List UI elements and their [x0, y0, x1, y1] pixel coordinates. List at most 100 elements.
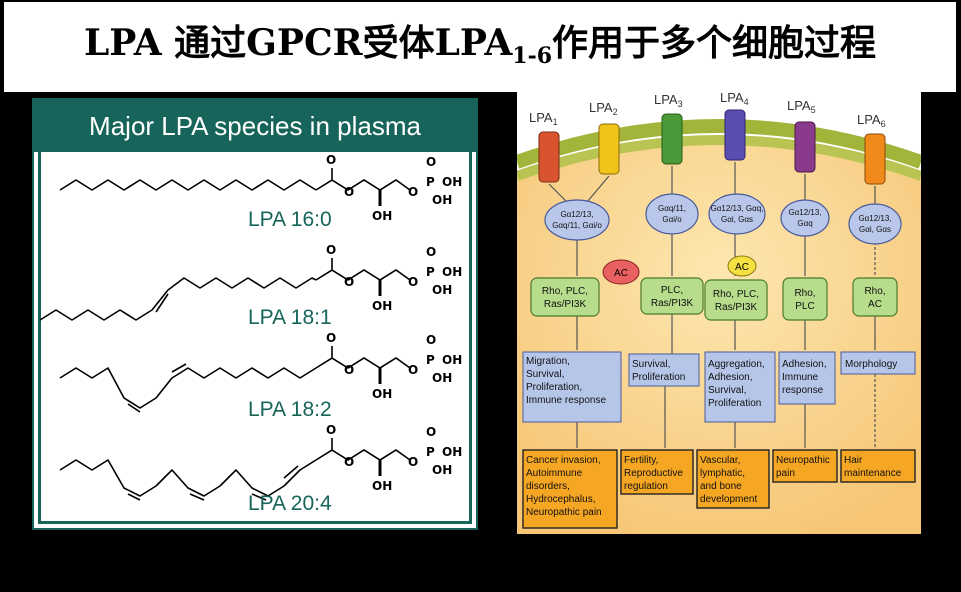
outcome-2-line-2: Reproductive: [624, 468, 683, 479]
title-bar: LPA 通过GPCR受体LPA1-6作用于多个细胞过程: [4, 2, 956, 92]
atom-p: P: [426, 353, 435, 367]
lpa-20-4-double-bond: [283, 465, 299, 479]
atom-oh: OH: [372, 387, 392, 401]
atom-o-phosphate: O: [408, 275, 418, 289]
receptor-lpa3: [661, 113, 683, 165]
outcome-3-line-3: and bone: [700, 481, 742, 492]
outcome-box-3: [696, 449, 770, 509]
ac-node-yellow: [727, 255, 757, 277]
atom-o-ester: O: [344, 275, 354, 289]
ac-node-red: [602, 259, 640, 285]
effector-box-1: [530, 277, 600, 317]
outcome-box-4: [772, 449, 838, 483]
lipid-structures: O O OH O P O OH OH O O OH O P O OH OH O …: [39, 153, 462, 515]
g-protein-node-3: [708, 193, 766, 235]
atom-o-carbonyl: O: [326, 423, 336, 437]
lpa-20-4-chain: [59, 459, 317, 497]
lpa-18-2-double-bond: [127, 403, 141, 413]
lpa-species-panel: Major LPA species in plasma: [32, 98, 478, 530]
process-3-line-2: Adhesion,: [708, 372, 752, 383]
atom-o-carbonyl: O: [326, 243, 336, 257]
panel-header: Major LPA species in plasma: [34, 100, 476, 152]
g-protein-2-line-2: Gαi/o: [662, 215, 682, 224]
effector-1-line-2: Ras/PI3K: [544, 299, 587, 310]
process-1-line-3: Proliferation,: [526, 382, 582, 393]
outcome-2-line-3: regulation: [624, 481, 668, 492]
outcome-1-line-4: Hydrocephalus,: [526, 494, 595, 505]
process-3-line-1: Aggregation,: [708, 359, 765, 370]
lpa-18-2-chain: [59, 367, 317, 409]
atom-oh-p2: OH: [432, 371, 452, 385]
effector-3-line-2: Ras/PI3K: [715, 302, 758, 313]
effector-box-4: [782, 277, 828, 321]
atom-o-p: O: [426, 245, 436, 259]
process-4-line-3: response: [782, 385, 824, 396]
effector-4-line-2: PLC: [795, 301, 814, 312]
effector-5-line-1: Rho,: [864, 286, 885, 297]
title-main: LPA 通过GPCR受体LPA: [83, 22, 513, 64]
receptor-lpa4: [724, 109, 746, 161]
process-box-3: [704, 351, 776, 423]
g-protein-2-line-1: Gαq/11,: [658, 204, 686, 213]
g-protein-node-1: [544, 199, 610, 241]
lpa-18-2-double-bond: [171, 363, 187, 373]
title-tail: 作用于多个细胞过程: [552, 22, 877, 64]
atom-oh-p: OH: [442, 265, 462, 279]
effector-1-line-1: Rho, PLC,: [542, 286, 588, 297]
g-protein-4-line-1: Gα12/13,: [788, 208, 821, 217]
atom-o-carbonyl: O: [326, 153, 336, 167]
receptor-lpa6: [864, 133, 886, 185]
process-2-line-2: Proliferation: [632, 372, 685, 383]
receptor-lpa1: [538, 131, 560, 183]
process-1-line-4: Immune response: [526, 395, 606, 406]
ac-label-yellow: AC: [735, 262, 749, 273]
process-4-line-2: Immune: [782, 372, 819, 383]
process-2-line-1: Survival,: [632, 359, 670, 370]
head-group-2: [315, 258, 411, 281]
process-1-line-2: Survival,: [526, 369, 564, 380]
outcome-3-line-1: Vascular,: [700, 455, 740, 466]
process-box-5: [840, 351, 916, 375]
outcome-1-line-2: Autoimmune: [526, 468, 583, 479]
outcome-box-5: [840, 449, 916, 483]
g-protein-4-line-2: Gαq: [797, 219, 812, 228]
lpa-20-4-double-bond: [127, 493, 141, 501]
atom-o-p: O: [426, 155, 436, 169]
head-group-3: [315, 346, 411, 369]
process-1-line-1: Migration,: [526, 356, 570, 367]
process-5-line-1: Morphology: [845, 359, 897, 370]
outcome-4-line-2: pain: [776, 468, 795, 479]
outcome-1-line-5: Neuropathic pain: [526, 507, 602, 518]
atom-oh-p: OH: [442, 445, 462, 459]
g-protein-3-line-2: Gαi, Gαs: [721, 215, 753, 224]
process-4-line-1: Adhesion,: [782, 359, 826, 370]
atom-oh-p: OH: [442, 175, 462, 189]
g-protein-3-line-1: Gα12/13, Gαq,: [711, 204, 764, 213]
species-label-3: LPA 18:2: [248, 398, 332, 421]
effector-2-line-2: Ras/PI3K: [651, 298, 694, 309]
receptor-label-2: LPA2: [589, 100, 618, 117]
outcome-3-line-4: development: [700, 494, 757, 505]
process-3-line-3: Survival,: [708, 385, 746, 396]
title-subscript: 1-6: [512, 43, 553, 70]
g-protein-node-2: [645, 193, 699, 235]
atom-o-phosphate: O: [408, 455, 418, 469]
lpa-20-4-double-bond: [251, 493, 267, 501]
g-protein-1-line-2: Gαq/11, Gαi/o: [552, 221, 602, 230]
outcome-box-2: [620, 449, 694, 495]
panel-body: [38, 152, 472, 524]
atom-o-ester: O: [344, 455, 354, 469]
species-label-4: LPA 20:4: [248, 492, 332, 515]
outcome-4-line-1: Neuropathic: [776, 455, 830, 466]
g-protein-5-line-2: Gαi, Gαs: [859, 225, 891, 234]
outcome-1-line-3: disorders,: [526, 481, 570, 492]
g-protein-5-line-1: Gα12/13,: [858, 214, 891, 223]
atom-o-ester: O: [344, 363, 354, 377]
signaling-diagram: LPA1 LPA2 LPA3 LPA4 LPA5 LPA6: [514, 90, 924, 534]
atom-p: P: [426, 445, 435, 459]
receptors: [538, 109, 886, 185]
effector-box-3: [704, 279, 768, 321]
atom-oh-p2: OH: [432, 463, 452, 477]
lpa-18-1-chain: [39, 277, 317, 321]
atom-oh: OH: [372, 209, 392, 223]
